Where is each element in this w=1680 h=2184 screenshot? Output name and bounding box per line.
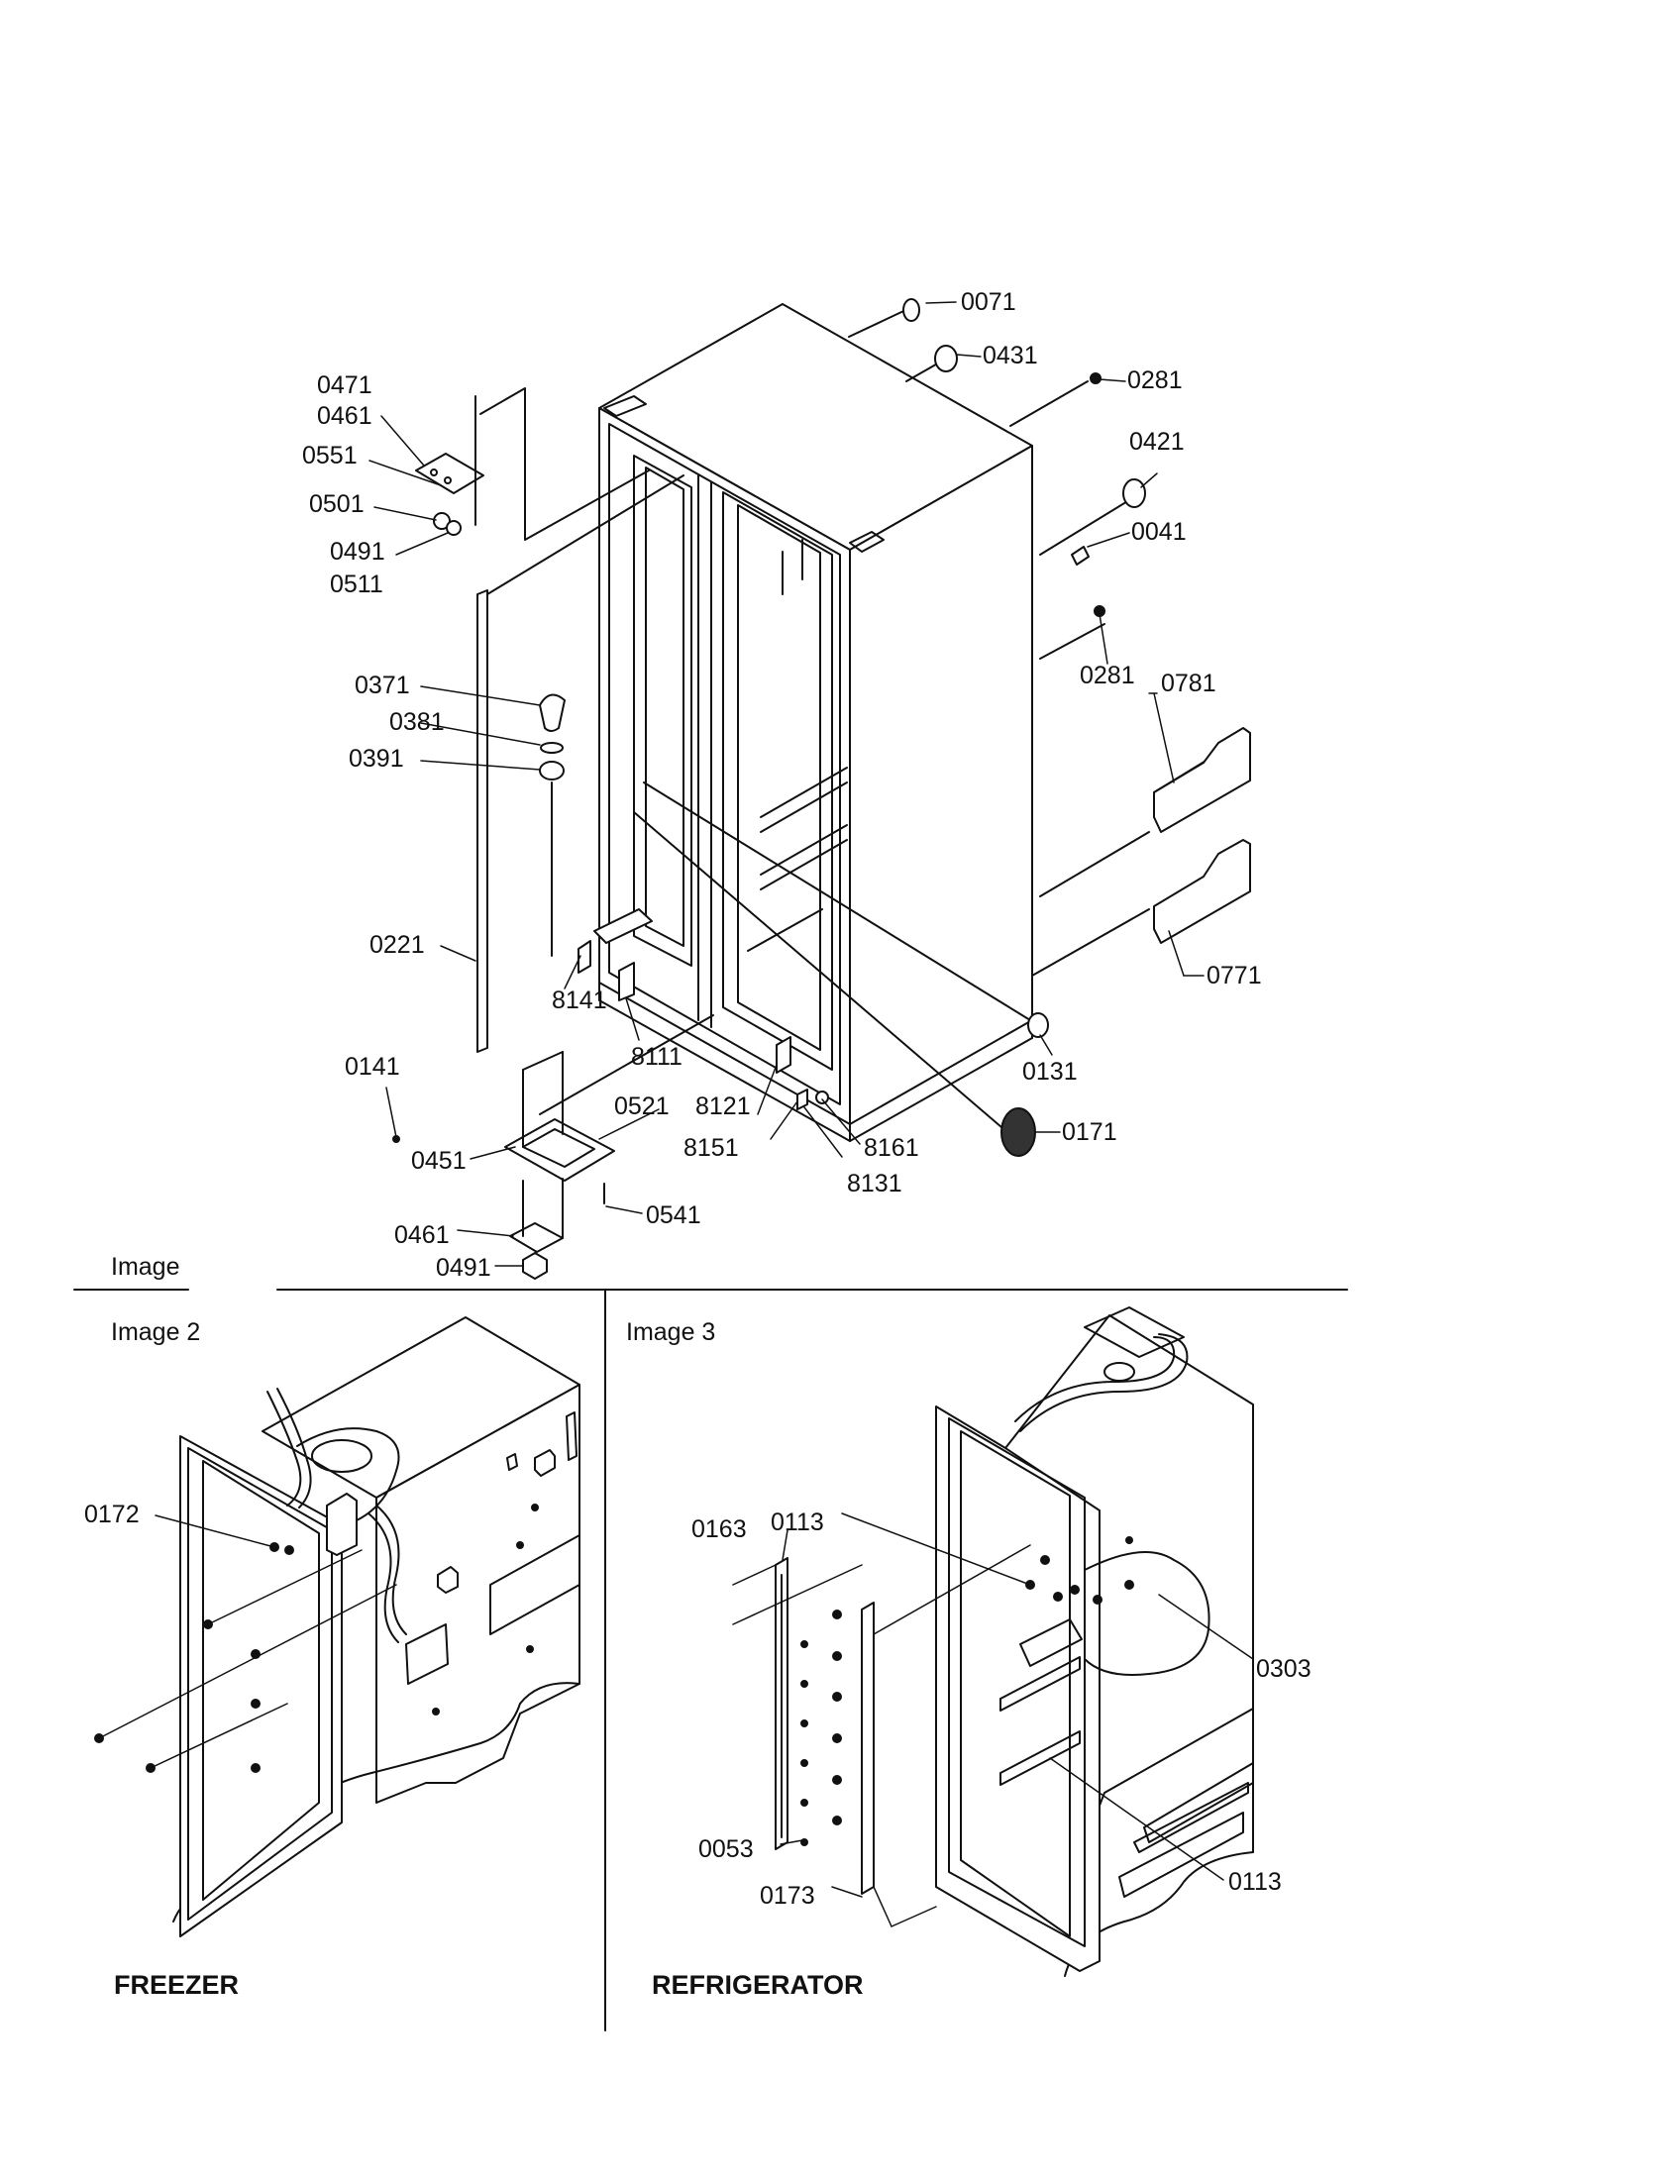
side-panel bbox=[476, 589, 488, 1053]
callout-8111: 8111 bbox=[631, 1043, 682, 1071]
callout-0173: 0173 bbox=[760, 1882, 815, 1910]
rail-screws bbox=[800, 1610, 842, 1846]
callout-0113-lower: 0113 bbox=[1228, 1868, 1282, 1896]
callout-0113-upper: 0113 bbox=[771, 1508, 824, 1536]
callout-0431: 0431 bbox=[983, 342, 1038, 369]
callout-0521: 0521 bbox=[614, 1092, 670, 1120]
callout-0461-bottom: 0461 bbox=[394, 1221, 450, 1249]
back-panel-outline bbox=[479, 387, 650, 541]
callout-0053: 0053 bbox=[698, 1835, 754, 1863]
callout-0451: 0451 bbox=[411, 1147, 467, 1175]
refrigerator-image-caption: Image 3 bbox=[626, 1318, 715, 1346]
callout-8121: 8121 bbox=[695, 1092, 751, 1120]
callout-0391: 0391 bbox=[349, 745, 404, 773]
callout-leaders bbox=[368, 301, 1205, 1267]
rail-0173 bbox=[861, 1602, 875, 1895]
callout-8151: 8151 bbox=[683, 1134, 739, 1162]
callout-0041: 0041 bbox=[1131, 518, 1187, 546]
freezer-title: FREEZER bbox=[114, 1970, 239, 2000]
fastener-parts bbox=[392, 298, 1146, 1280]
callout-0781: 0781 bbox=[1161, 670, 1216, 697]
callout-0511: 0511 bbox=[330, 571, 383, 598]
callout-0141: 0141 bbox=[345, 1053, 400, 1081]
callout-0221: 0221 bbox=[369, 931, 425, 959]
callout-0421: 0421 bbox=[1129, 428, 1185, 456]
callout-0771: 0771 bbox=[1207, 962, 1262, 989]
callout-0071: 0071 bbox=[961, 288, 1016, 316]
callout-0541: 0541 bbox=[646, 1201, 701, 1229]
callout-0371: 0371 bbox=[355, 672, 410, 699]
callout-0281-lower: 0281 bbox=[1080, 662, 1135, 689]
panel-frame: Image bbox=[73, 1253, 1348, 2031]
right-bracket-0781 bbox=[1153, 727, 1251, 833]
callout-0171: 0171 bbox=[1062, 1118, 1117, 1146]
freezer-panel: Image 2 bbox=[84, 1316, 580, 2000]
refrigerator-cabinet-drawing bbox=[935, 1306, 1254, 1977]
bottom-hinge-bracket bbox=[504, 1051, 615, 1253]
callout-0471: 0471 bbox=[317, 371, 372, 399]
image-fragment-caption: Image bbox=[111, 1253, 179, 1281]
callout-0461-top: 0461 bbox=[317, 402, 372, 430]
callout-8131: 8131 bbox=[847, 1170, 902, 1197]
callout-0381: 0381 bbox=[389, 708, 445, 736]
freezer-image-caption: Image 2 bbox=[111, 1318, 200, 1346]
callout-0491-top: 0491 bbox=[330, 538, 385, 566]
callout-0131: 0131 bbox=[1022, 1058, 1078, 1086]
callout-0303: 0303 bbox=[1256, 1655, 1312, 1683]
refrigerator-leaders bbox=[732, 1512, 1254, 1927]
callout-0281-upper: 0281 bbox=[1127, 366, 1183, 394]
callout-0501: 0501 bbox=[309, 490, 365, 518]
right-bracket-0771 bbox=[1153, 839, 1251, 944]
callout-8141: 8141 bbox=[552, 987, 607, 1014]
freezer-cabinet-drawing bbox=[94, 1316, 580, 1937]
callout-0163: 0163 bbox=[691, 1515, 747, 1543]
callout-0172: 0172 bbox=[84, 1501, 140, 1528]
main-callout-labels: 0071 0431 0281 0421 0041 0281 0781 0771 … bbox=[302, 288, 1262, 1282]
callout-0491-bottom: 0491 bbox=[436, 1254, 491, 1282]
refrigerator-panel: Image 3 bbox=[626, 1306, 1312, 2000]
callout-0551: 0551 bbox=[302, 442, 358, 469]
refrigerator-title: REFRIGERATOR bbox=[652, 1970, 864, 2000]
cabinet-body bbox=[598, 303, 1033, 1142]
callout-8161: 8161 bbox=[864, 1134, 919, 1162]
main-exploded-view: 0071 0431 0281 0421 0041 0281 0781 0771 … bbox=[302, 288, 1262, 1282]
